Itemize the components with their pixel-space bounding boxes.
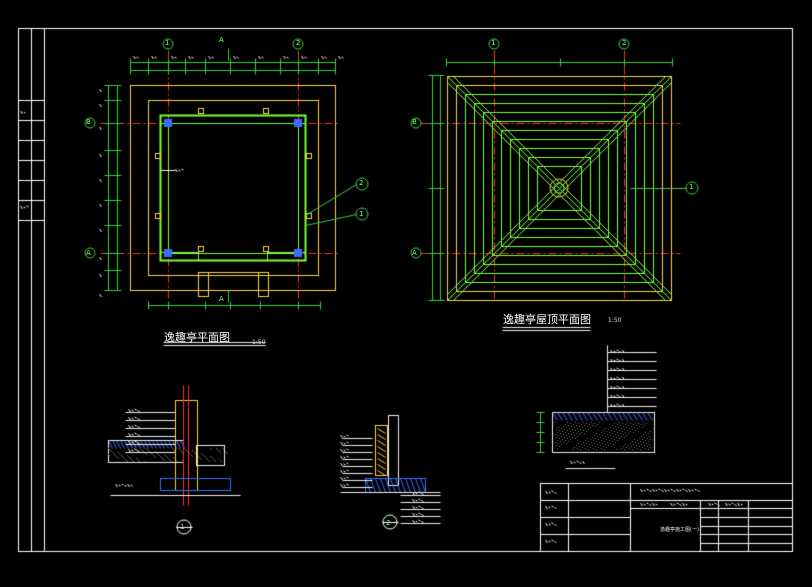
detail-bubble-2: 2 xyxy=(386,519,391,527)
plan-callout-1: 1 xyxy=(359,210,364,218)
plan-title: 逸趣亭平面图 xyxy=(164,331,230,344)
axis-bubble-1-plan: 1 xyxy=(165,39,170,47)
title-block-drawing-name: 逸趣亭施工图(一) xyxy=(660,527,699,533)
roof-plan-title: 逸趣亭屋顶平面图 xyxy=(503,313,591,326)
axis-bubble-b-roof: B xyxy=(412,118,417,126)
axis-bubble-b-plan: B xyxy=(86,118,91,126)
axis-bubble-2-plan: 2 xyxy=(296,39,301,47)
plan-callout-2: 2 xyxy=(359,179,364,187)
roof-callout-1: 1 xyxy=(689,183,694,191)
axis-bubble-a-roof: A xyxy=(412,249,417,257)
detail-bubble-1: 1 xyxy=(180,523,185,531)
axis-bubble-a-plan: A xyxy=(86,249,91,257)
roof-plan-scale: 1:50 xyxy=(608,317,622,324)
axis-bubble-1-roof: 1 xyxy=(491,39,496,47)
section-mark-top: A xyxy=(219,36,224,44)
plan-scale: 1:50 xyxy=(252,339,266,346)
section-mark-bottom: A xyxy=(219,295,224,303)
axis-bubble-2-roof: 2 xyxy=(622,39,627,47)
